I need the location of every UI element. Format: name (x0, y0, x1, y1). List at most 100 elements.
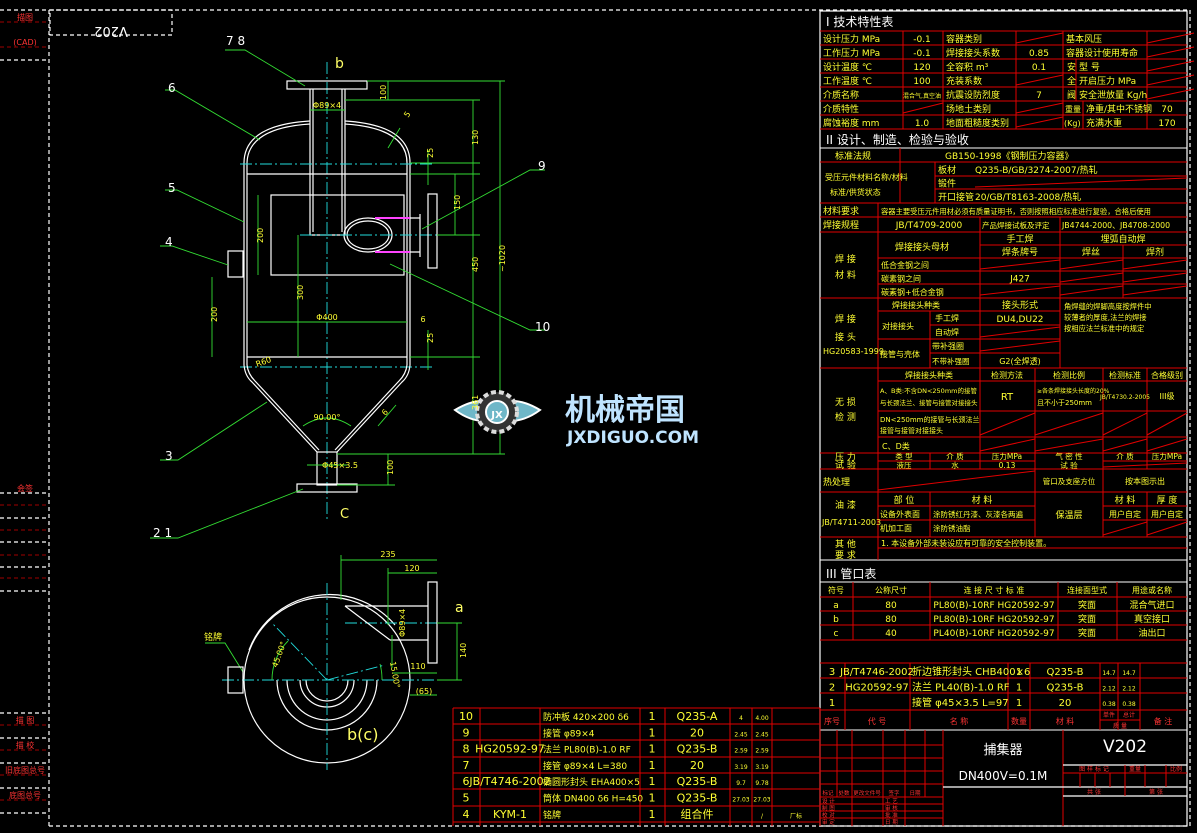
parts-right-header: 材 料 (1056, 716, 1075, 726)
parts-left-cell: 6 (463, 775, 470, 788)
tech-cell: 120 (913, 63, 930, 73)
with-pad-label: 带补强圈 (932, 341, 964, 351)
ins-material-header: 材 料 (1115, 494, 1136, 506)
nozzle-table-header: 用途或名称 (1132, 585, 1172, 595)
grid-line (1059, 272, 1124, 283)
tech-cell: 充装系数 (946, 75, 982, 87)
mirrored-drawing-number: V202 (94, 23, 128, 38)
nozzle-table-cell: a (833, 601, 839, 611)
weld-mat-row-label: 碳素钢+低合金钢 (881, 287, 944, 297)
grid-line (979, 259, 1061, 270)
tech-cell: 容器设计使用寿命 (1066, 47, 1138, 59)
parts-right-cell: 0.38 (1122, 701, 1136, 708)
grid-line (877, 470, 1036, 491)
parts-left-cell: 20 (690, 759, 704, 772)
drawing-frame (0, 9, 1191, 827)
tech-cell: -0.1 (913, 49, 931, 59)
parts-left-cell: HG20592-97 (475, 743, 545, 756)
parts-right-cell: Q235-B (1046, 667, 1083, 678)
parts-left-cell: 1 (649, 759, 656, 772)
std-label: 标准法规 (835, 150, 871, 162)
nozzle-table-cell: 油出口 (1138, 627, 1165, 639)
parts-left-cell: 法兰 PL80(B)-1.0 RF (543, 744, 631, 756)
pressure-header: 介 质 (946, 451, 964, 461)
parts-left-cell: Q235-B (677, 792, 718, 805)
parts-left-cell: 8 (463, 743, 470, 756)
parts-right-header: 备 注 (1154, 716, 1173, 726)
grid-line (979, 340, 1061, 352)
parts-left-cell: 筒体 DN400 δ6 H=450 (543, 793, 643, 805)
parts-left-cell: 组合件 (681, 807, 714, 821)
tech-cell: 0.85 (1029, 49, 1049, 59)
parts-left-cell: JB/T4746-2002 (468, 775, 550, 788)
weld-mat-row-label: 低合金钢之间 (881, 260, 929, 270)
weight-label: 重量 (1065, 104, 1081, 114)
dimension-text: 25 (426, 333, 435, 343)
std-value: GB150-1998《钢制压力容器》 (945, 150, 1073, 162)
tech-cell: 开启压力 MPa (1079, 75, 1136, 87)
left-strip-label: 描图 (17, 12, 33, 22)
parts-left-cell: 1 (649, 775, 656, 788)
tech-cell: 焊接接头系数 (946, 47, 1000, 59)
parts-left-cell: 4 (739, 715, 743, 722)
grid-line (979, 285, 1061, 296)
weld-mat-label: 焊 接 (835, 253, 856, 265)
parts-left-cell: 5 (463, 792, 470, 805)
parts-right-header: 单件 (1103, 711, 1115, 719)
grid-line (1146, 412, 1188, 436)
dimension-text: 100 (379, 85, 388, 100)
sheet-number: 第 张 (1149, 788, 1163, 796)
tech-cell: 场地土类别 (946, 103, 991, 115)
grid-line (1146, 32, 1195, 44)
parts-left-cell: 接管 φ89×4 L=380 (543, 760, 627, 772)
grid-line (1146, 521, 1188, 536)
weld-note: 角焊缝的焊脚高度按焊件中 (1064, 302, 1152, 311)
dimension-text: 45.00° (270, 640, 288, 668)
ndt-label: 无 损 (835, 396, 856, 408)
parts-left-cell: 铭牌 (543, 809, 561, 821)
parts-right-header: 数量 (1011, 716, 1027, 726)
req-label: 材料要求 (823, 205, 859, 217)
weld-test-value: JB4744-2000、JB4708-2000 (1061, 221, 1170, 230)
tech-cell: 170 (1158, 119, 1175, 129)
pressure-header: 气 密 性 (1055, 451, 1083, 461)
parts-right-cell: 1 (1016, 698, 1022, 709)
dimension-text: 140 (459, 643, 468, 658)
parts-right-cell: 1 (1016, 667, 1022, 678)
parts-left-cell: 1 (649, 808, 656, 821)
parts-left-cell: 2.45 (755, 731, 769, 738)
revision-header: 日期 (909, 790, 921, 797)
manual-weld-label: 手工焊 (935, 313, 959, 323)
parts-right-cell: 1 (829, 698, 835, 709)
parts-left-cell: Q235-A (677, 710, 718, 723)
tech-cell: 腐蚀裕度 mm (823, 117, 879, 129)
part-balloon: 5 (168, 181, 176, 195)
dimension-text: 110 (410, 662, 425, 671)
nozzle-label-bc: b(c) (347, 725, 378, 744)
orient-value: 按本图示出 (1125, 476, 1165, 486)
mat-row-label: 锻件 (938, 178, 956, 190)
parts-right-cell: 3 (829, 667, 835, 678)
nozzle-table-cell: 突面 (1078, 599, 1096, 611)
equipment-name: 捕集器 (983, 742, 1022, 758)
grid-line (1102, 438, 1148, 452)
dimension-text: 450 (471, 257, 480, 272)
tech-cell: 7 (1036, 91, 1042, 101)
inlet-pipe-a (378, 214, 421, 257)
elliptical-head (243, 120, 411, 164)
ndt-header: 检测比例 (1053, 370, 1085, 380)
tech-cell: 0.1 (1032, 63, 1046, 73)
jxdiguo-logo (453, 390, 542, 434)
pressure-header: 压力MPa (992, 451, 1022, 461)
parts-right-header: 序号 (824, 716, 840, 726)
parts-left-cell: 防冲板 420×200 δ6 (543, 711, 629, 723)
parts-left-cell: 27.03 (753, 797, 770, 804)
ndt-header: 合格级别 (1151, 370, 1183, 380)
paint-label: 油 漆 (835, 499, 856, 511)
weld-test-label: 产品焊接试板及评定 (982, 220, 1050, 230)
tech-cell: 1.0 (915, 119, 930, 129)
parts-left-cell: 7 (463, 759, 470, 772)
parts-left-cell: 4 (463, 808, 470, 821)
left-strip-label: 描 图 (16, 715, 35, 725)
